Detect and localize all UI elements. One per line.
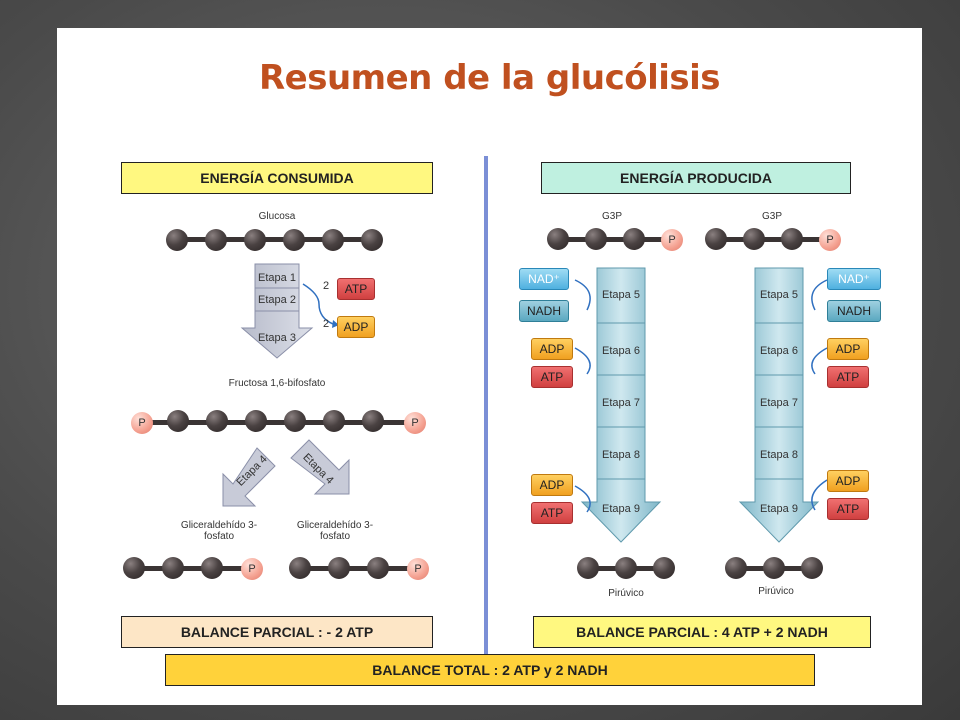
etapa-8a: Etapa 8 [602, 449, 640, 461]
nadh-chip-a: NADH [519, 300, 569, 322]
nad-plus-chip-b: NAD⁺ [827, 268, 881, 290]
adp-chip: ADP [337, 316, 375, 338]
etapa-7b: Etapa 7 [760, 397, 798, 409]
etapa-arrows-right [574, 267, 828, 543]
etapa-9a: Etapa 9 [602, 503, 640, 515]
left-balance: BALANCE PARCIAL : - 2 ATP [121, 616, 433, 648]
adp-chip-a2: ADP [531, 474, 573, 496]
etapa-arrow-left [222, 263, 350, 507]
etapa-1: Etapa 1 [258, 272, 296, 284]
etapa-6a: Etapa 6 [602, 345, 640, 357]
etapa-3: Etapa 3 [258, 332, 296, 344]
etapa-2: Etapa 2 [258, 294, 296, 306]
left-header: ENERGÍA CONSUMIDA [121, 162, 433, 194]
fructosa-label: Fructosa 1,6-bifosfato [228, 378, 326, 389]
etapa-8b: Etapa 8 [760, 449, 798, 461]
atp-chip: ATP [337, 278, 375, 300]
g3p-label-right: Gliceraldehído 3-fosfato [296, 520, 374, 542]
adp-chip-b2: ADP [827, 470, 869, 492]
atp-chip-a1: ATP [531, 366, 573, 388]
nad-plus-chip-a: NAD⁺ [519, 268, 569, 290]
slide: Resumen de la glucólisis ENERGÍA CONSUMI… [57, 28, 922, 705]
atp-chip-b1: ATP [827, 366, 869, 388]
g3p-label-b: G3P [761, 211, 782, 222]
atp-chip-a2: ATP [531, 502, 573, 524]
etapa-5a: Etapa 5 [602, 289, 640, 301]
atp-count: 2 [323, 280, 330, 292]
total-balance: BALANCE TOTAL : 2 ATP y 2 NADH [165, 654, 815, 686]
right-header: ENERGÍA PRODUCIDA [541, 162, 851, 194]
glucosa-label: Glucosa [258, 211, 296, 222]
right-balance: BALANCE PARCIAL : 4 ATP + 2 NADH [533, 616, 871, 648]
atp-chip-b2: ATP [827, 498, 869, 520]
adp-chip-b1: ADP [827, 338, 869, 360]
g3p-label-left: Gliceraldehído 3-fosfato [180, 520, 258, 542]
piruvico-label-b: Pirúvico [758, 586, 794, 597]
adp-chip-a1: ADP [531, 338, 573, 360]
divider [484, 156, 488, 656]
g3p-label-a: G3P [601, 211, 622, 222]
etapa-7a: Etapa 7 [602, 397, 640, 409]
page-title: Resumen de la glucólisis [258, 58, 721, 98]
piruvico-label-a: Pirúvico [608, 588, 644, 599]
adp-count: 2 [323, 318, 330, 330]
etapa-5b: Etapa 5 [760, 289, 798, 301]
nadh-chip-b: NADH [827, 300, 881, 322]
etapa-9b: Etapa 9 [760, 503, 798, 515]
etapa-6b: Etapa 6 [760, 345, 798, 357]
